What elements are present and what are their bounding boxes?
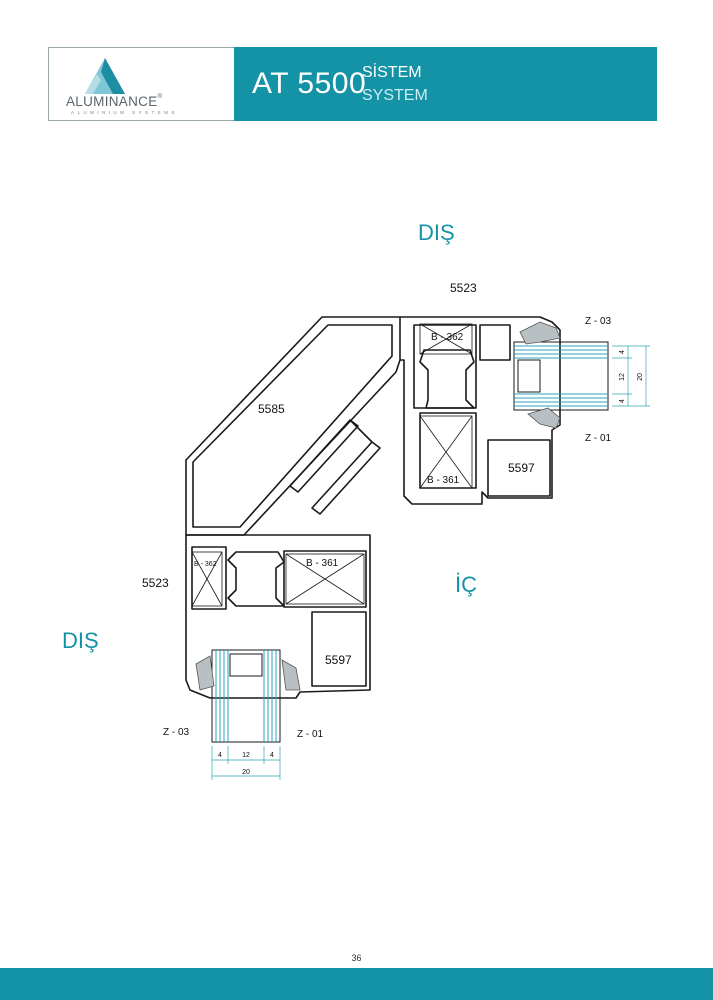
- label-frame-left: 5523: [142, 576, 169, 590]
- label-corner: 5585: [258, 402, 285, 416]
- corner-profile-outline: [185, 316, 401, 536]
- top-sash-chamber: [487, 439, 551, 497]
- label-gasket-top-outer: Z - 03: [585, 316, 612, 327]
- corner-profile-inner: [192, 324, 393, 528]
- footer-banner: [0, 968, 713, 1000]
- gasket-top-outer: [519, 321, 561, 345]
- label-gasket-left-inner: Z - 01: [297, 729, 324, 740]
- label-insulation-top-b: B - 361: [427, 475, 460, 486]
- header-banner: AT 5500 SİSTEM SYSTEM: [234, 47, 657, 121]
- glass-unit-left: [211, 649, 281, 743]
- label-frame-top: 5523: [450, 281, 477, 295]
- left-sash-chamber: [311, 611, 367, 687]
- dim-bottom-pane-b: 4: [270, 752, 274, 759]
- label-insulation-left-a: B - 362: [194, 561, 217, 568]
- glass-unit-top: [513, 341, 609, 411]
- page-number: 36: [351, 953, 362, 963]
- aluminance-logo-icon: [85, 58, 125, 94]
- left-frame-chamber-b: [283, 550, 367, 608]
- top-frame-inner: [413, 324, 477, 409]
- label-sash-top: 5597: [508, 461, 535, 475]
- dim-right-pane-b: 4: [619, 399, 626, 403]
- dim-right-total: 20: [637, 373, 644, 381]
- brand-logo: ALUMINANCE® ALUMINIUM SYSTEMS: [48, 47, 234, 121]
- label-gasket-top-inner: Z - 01: [585, 433, 612, 444]
- left-frame-outline: [185, 534, 371, 699]
- outside-label-left: DIŞ: [62, 628, 99, 653]
- left-frame-chamber-a: [191, 546, 227, 610]
- label-insulation-top-a: B - 362: [431, 332, 464, 343]
- brand-subtitle: ALUMINIUM SYSTEMS: [71, 110, 178, 115]
- dim-bottom-total: 20: [242, 769, 250, 776]
- system-label-tr: SİSTEM: [362, 64, 422, 81]
- gasket-top-inner: [527, 407, 561, 429]
- dim-right-pane-a: 4: [619, 350, 626, 354]
- dim-bottom-gap: 12: [242, 752, 250, 759]
- dim-bottom-pane-a: 4: [218, 752, 222, 759]
- label-gasket-left-outer: Z - 03: [163, 727, 190, 738]
- label-insulation-left-b: B - 361: [306, 558, 339, 569]
- gasket-left-outer: [195, 655, 215, 691]
- gasket-left-inner: [281, 659, 301, 691]
- model-title: AT 5500: [252, 67, 367, 100]
- label-sash-bottom: 5597: [325, 653, 352, 667]
- brand-name: ALUMINANCE®: [66, 94, 163, 109]
- top-frame-outline: [400, 316, 561, 505]
- dim-right-gap: 12: [619, 373, 626, 381]
- system-label-en: SYSTEM: [362, 87, 428, 104]
- outside-label-top: DIŞ: [418, 220, 455, 245]
- inside-label: İÇ: [455, 572, 477, 597]
